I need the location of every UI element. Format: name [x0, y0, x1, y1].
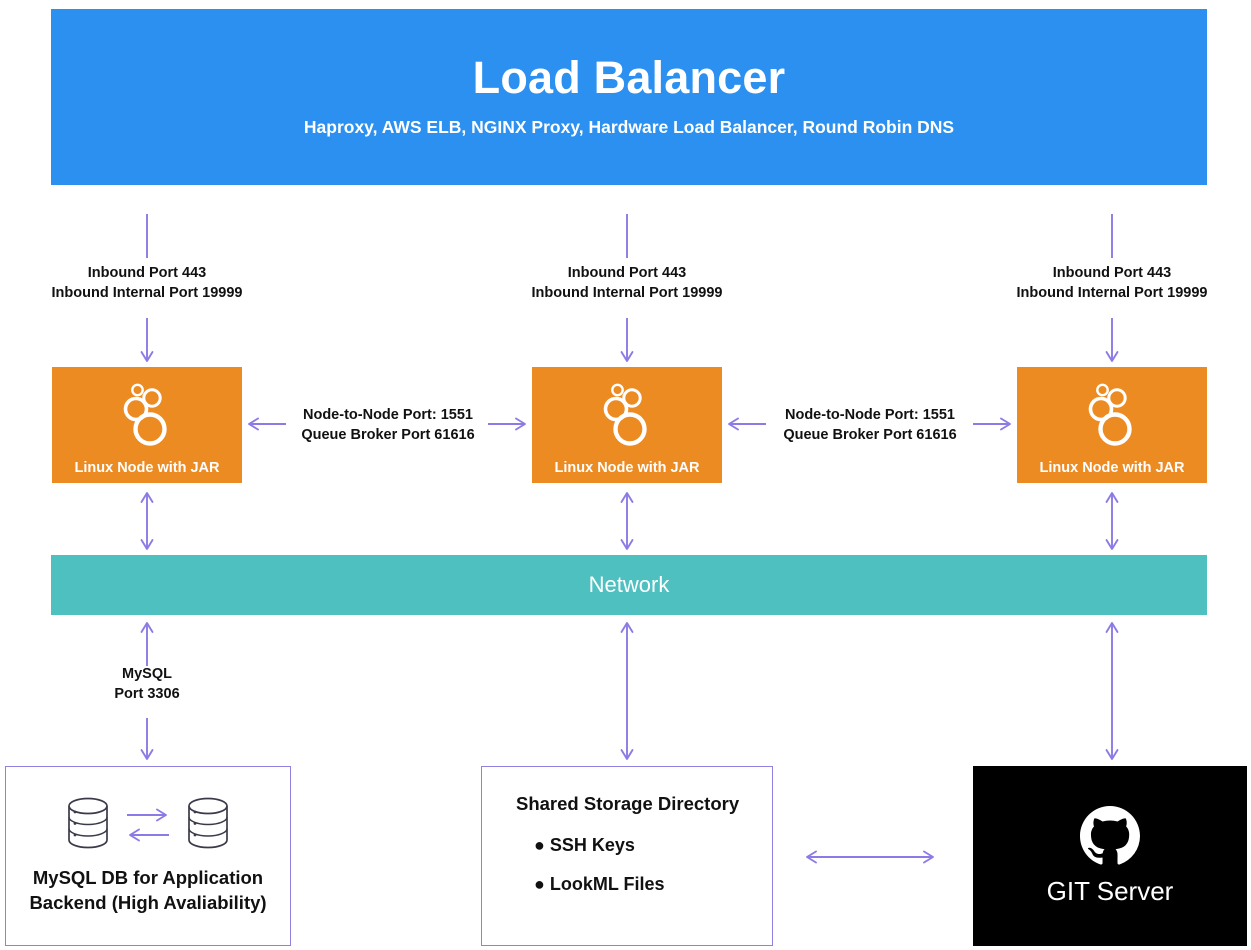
github-octocat-icon [1080, 805, 1140, 865]
load-balancer-title: Load Balancer [472, 51, 786, 103]
node-link-label-right: Node-to-Node Port: 1551 Queue Broker Por… [783, 407, 957, 443]
linux-node-1[interactable]: Linux Node with JAR [52, 367, 242, 483]
node-network-arrow-left [140, 492, 154, 550]
node-link-arrow-right-in [728, 417, 766, 431]
linux-node-bubbles-icon [532, 367, 722, 461]
storage-git-arrow [806, 850, 934, 864]
database-cylinder-icon [68, 797, 108, 849]
node-network-arrow-middle [620, 492, 634, 550]
mysql-db-box[interactable]: MySQL DB for Application Backend (High A… [5, 766, 291, 946]
shared-storage-title: Shared Storage Directory [516, 793, 740, 814]
inbound-arrow-middle [620, 214, 634, 362]
inbound-label-left: Inbound Port 443 Inbound Internal Port 1… [51, 265, 243, 301]
database-replication-row [65, 796, 231, 854]
linux-node-2[interactable]: Linux Node with JAR [532, 367, 722, 483]
linux-node-2-label: Linux Node with JAR [554, 459, 700, 476]
node-link-label-left: Node-to-Node Port: 1551 Queue Broker Por… [301, 407, 475, 443]
replication-arrows-icon [127, 808, 169, 842]
shared-storage-box[interactable]: Shared Storage Directory ● SSH Keys ● Lo… [481, 766, 773, 946]
shared-storage-item-lookml-files: ● LookML Files [534, 874, 665, 894]
linux-node-3-label: Linux Node with JAR [1039, 459, 1185, 476]
git-link-arrow [1105, 622, 1119, 760]
mysql-db-caption: MySQL DB for Application Backend (High A… [29, 867, 267, 913]
git-server-label: GIT Server [1046, 875, 1174, 906]
linux-node-3[interactable]: Linux Node with JAR [1017, 367, 1207, 483]
node-link-arrow-right-out [973, 417, 1011, 431]
inbound-label-right: Inbound Port 443 Inbound Internal Port 1… [1016, 265, 1208, 301]
shared-storage-item-ssh-keys: ● SSH Keys [534, 835, 635, 855]
linux-node-1-label: Linux Node with JAR [74, 459, 220, 476]
storage-link-arrow [620, 622, 634, 760]
network-label: Network [588, 572, 670, 597]
load-balancer-box: Load Balancer Haproxy, AWS ELB, NGINX Pr… [51, 9, 1207, 185]
load-balancer-subtitle: Haproxy, AWS ELB, NGINX Proxy, Hardware … [303, 117, 955, 138]
git-server-box[interactable]: GIT Server [973, 766, 1247, 946]
inbound-arrow-right [1105, 214, 1119, 362]
linux-node-bubbles-icon [1017, 367, 1207, 461]
node-link-arrow-left-in [248, 417, 286, 431]
mysql-link-arrow [140, 622, 154, 760]
inbound-label-middle: Inbound Port 443 Inbound Internal Port 1… [531, 265, 723, 301]
inbound-arrow-left [140, 214, 154, 362]
linux-node-bubbles-icon [52, 367, 242, 461]
mysql-link-label: MySQL Port 3306 [114, 666, 180, 702]
node-link-arrow-left-out [488, 417, 526, 431]
node-network-arrow-right [1105, 492, 1119, 550]
database-cylinder-icon [188, 797, 228, 849]
network-bar: Network [51, 555, 1207, 615]
